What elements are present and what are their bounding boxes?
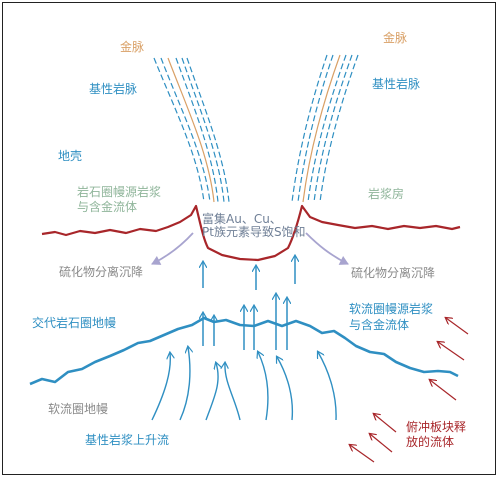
asthenospheric-magma-label-line1: 软流圈幔源岩浆 xyxy=(349,302,434,316)
enrichment-label-line2: Pt族元素导致S饱和 xyxy=(202,225,306,239)
sulfide-arrow-left xyxy=(151,232,194,265)
asthenospheric-magma-label-line2: 与含金流体 xyxy=(349,318,410,332)
lithospheric-magma-label-line1: 岩石圈幔源岩浆 xyxy=(77,185,162,199)
lithospheric-magma-label-line2: 与含金流体 xyxy=(77,200,138,214)
slab-fluid-label-line2: 放的流体 xyxy=(406,435,455,449)
crust-mantle-boundary xyxy=(41,204,461,262)
upflow-arrows-middle xyxy=(203,294,287,350)
left-dike-swarm xyxy=(153,57,230,203)
sulfide-label-left: 硫化物分离沉降 xyxy=(59,265,144,279)
sulfide-label-right: 硫化物分离沉降 xyxy=(351,266,436,280)
lithosphere-asthenosphere-boundary xyxy=(29,316,459,386)
metasomatized-mantle-label: 交代岩石圈地幔 xyxy=(32,316,117,330)
gold-vein-label-left: 金脉 xyxy=(120,40,145,54)
slab-fluid-arrows xyxy=(350,318,469,463)
mafic-dike-label-right: 基性岩脉 xyxy=(372,77,421,91)
sulfide-arrow-right xyxy=(305,232,349,265)
upflow-arrows-bottom xyxy=(151,347,337,421)
upwelling-label: 基性岩浆上升流 xyxy=(85,433,170,447)
mafic-dike-label-left: 基性岩脉 xyxy=(89,82,138,96)
right-dike-swarm xyxy=(291,54,359,203)
slab-fluid-label-line1: 俯冲板块释 xyxy=(406,420,467,434)
enrichment-label-line1: 富集Au、Cu、 xyxy=(202,212,282,226)
diagram-frame xyxy=(2,2,496,475)
left-gold-vein xyxy=(167,57,215,203)
magma-chamber-label: 岩浆房 xyxy=(368,187,405,201)
right-gold-vein xyxy=(302,54,341,203)
gold-vein-label-right: 金脉 xyxy=(383,31,408,45)
crust-label: 地壳 xyxy=(58,149,83,163)
upflow-arrows-top xyxy=(203,256,295,290)
asthenosphere-label: 软流圈地幔 xyxy=(48,402,109,416)
